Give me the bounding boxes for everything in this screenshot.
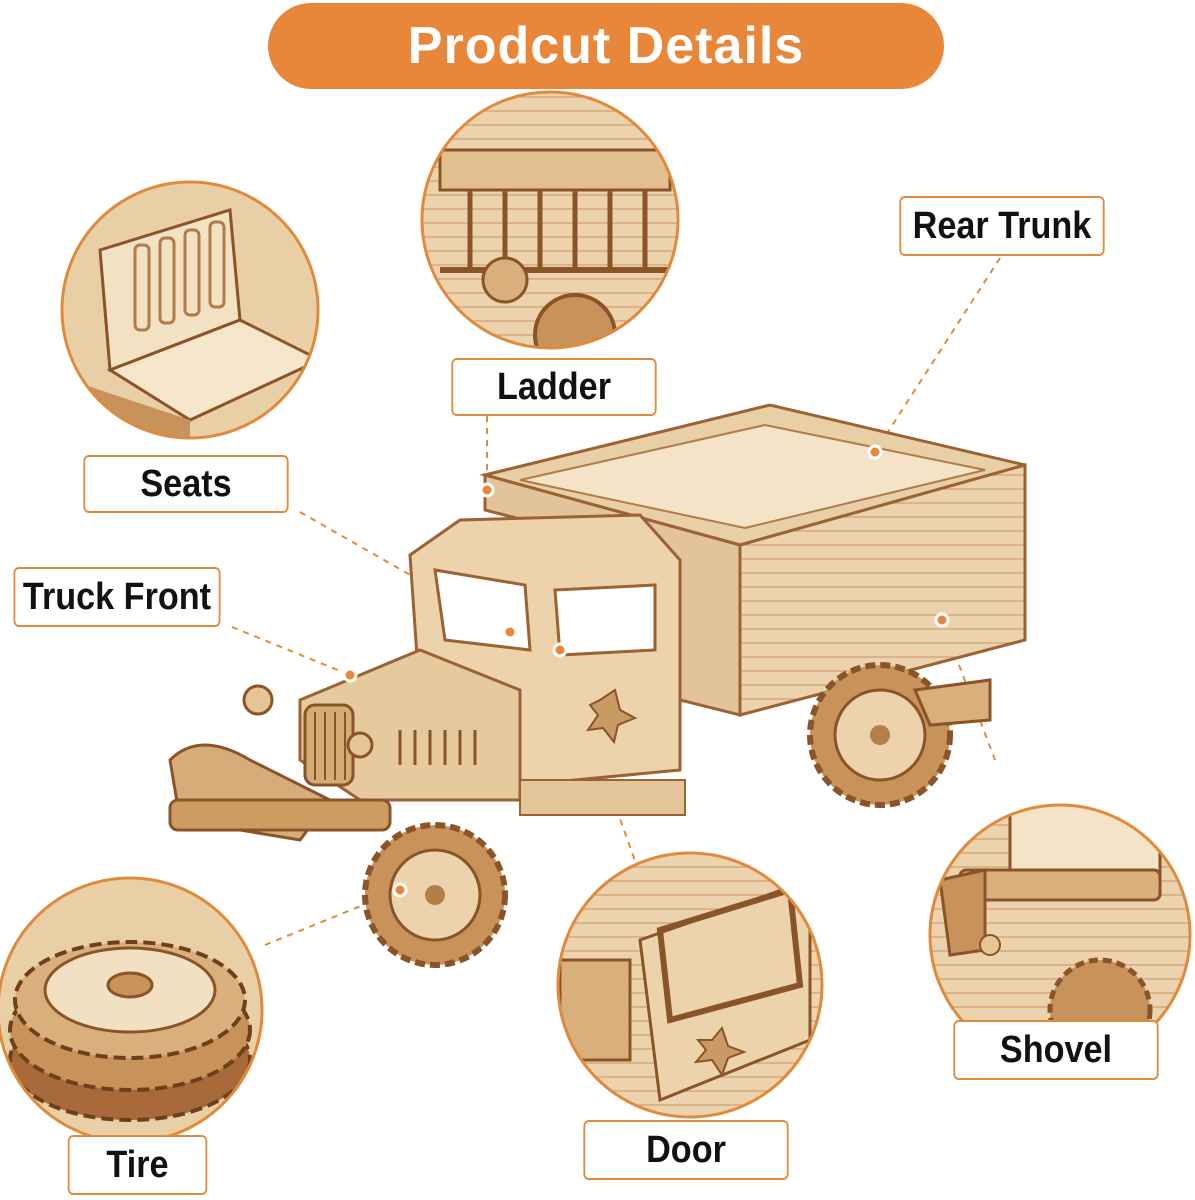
callout-dots xyxy=(342,444,950,898)
label-seats: Seats xyxy=(83,455,289,513)
label-tire: Tire xyxy=(67,1135,208,1195)
rear-wheel xyxy=(807,662,953,808)
star-emblem-icon xyxy=(585,688,638,745)
front-bumper xyxy=(168,798,392,832)
front-wheel xyxy=(362,822,508,968)
truck-side-window xyxy=(553,583,657,657)
label-truck-front: Truck Front xyxy=(13,567,221,627)
detail-circle-ladder xyxy=(420,90,680,350)
wooden-truck-model xyxy=(168,403,1027,968)
label-rear-trunk: Rear Trunk xyxy=(899,196,1105,256)
leader-rear-trunk xyxy=(874,257,1001,453)
label-ladder: Ladder xyxy=(451,358,657,416)
headlight-right xyxy=(346,731,374,759)
running-board xyxy=(519,779,686,816)
truck-windshield xyxy=(433,568,532,652)
detail-circle-door xyxy=(556,851,824,1119)
truck-shovel-part xyxy=(912,678,992,727)
leader-seats xyxy=(299,511,511,633)
leader-truck-front xyxy=(231,626,351,676)
page-title: Prodcut Details xyxy=(268,3,944,89)
label-door: Door xyxy=(583,1120,789,1180)
headlight-left xyxy=(242,684,274,716)
label-shovel: Shovel xyxy=(953,1020,1159,1080)
door-star-icon xyxy=(693,1025,747,1078)
detail-circle-tire xyxy=(0,876,264,1144)
detail-circle-seats xyxy=(60,180,320,440)
